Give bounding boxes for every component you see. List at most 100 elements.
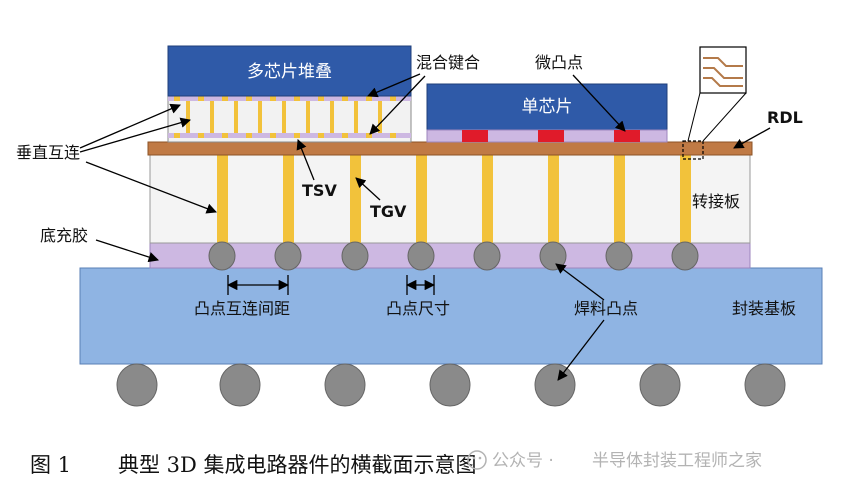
solder-bump-arrow <box>557 319 605 381</box>
stack-tsv <box>234 101 238 133</box>
hybrid-bonding-label: 混合键合 <box>416 53 480 72</box>
watermark: 公众号 · 半导体封装工程师之家 <box>467 450 762 471</box>
multi-chip-stack: 多芯片堆叠 <box>167 45 412 143</box>
bga-ball <box>219 363 261 407</box>
hybrid-bond-layer <box>168 96 411 101</box>
rdl-zoom-inset <box>682 46 747 160</box>
solder-bump <box>407 241 435 271</box>
micro-bump <box>614 130 640 142</box>
via <box>548 155 559 243</box>
hybrid-bond-pad <box>390 96 396 101</box>
hybrid-bond-pad <box>270 96 276 101</box>
hybrid-bond-pad <box>390 133 396 138</box>
tgv-label: TGV <box>370 202 407 221</box>
micro-bump-label: 微凸点 <box>535 53 583 72</box>
hybrid-bond-pad <box>174 133 180 138</box>
single-chip-label: 单芯片 <box>522 97 573 117</box>
vertical-interconnect-arrow <box>79 117 191 153</box>
via <box>614 155 625 243</box>
solder-bump <box>274 241 302 271</box>
hybrid-bond-pad <box>246 133 252 138</box>
stack-tsv <box>354 101 358 133</box>
rdl-label: RDL <box>767 108 803 127</box>
solder-bump-label: 焊料凸点 <box>574 299 638 318</box>
single-chip: 单芯片 <box>426 83 668 143</box>
rdl-arrow <box>733 127 771 149</box>
hybrid-bond-pad <box>270 133 276 138</box>
bump-pitch-label: 凸点互连间距 <box>194 299 290 318</box>
via <box>482 155 493 243</box>
stack-tsv <box>306 101 310 133</box>
rdl-layer <box>147 141 753 156</box>
micro-bump-arrow <box>572 74 626 132</box>
hybrid-bond-pad <box>318 133 324 138</box>
stack-tsv <box>186 101 190 133</box>
watermark-prefix: 公众号 · <box>492 451 554 471</box>
package-substrate-label: 封装基板 <box>732 299 796 318</box>
hybrid-bond-pad <box>366 133 372 138</box>
hybrid-bonding-arrow <box>367 73 421 98</box>
interposer <box>149 154 751 244</box>
solder-bump <box>671 241 699 271</box>
bga-balls <box>116 363 786 407</box>
rdl-focus-box <box>682 140 704 160</box>
interposer-label: 转接板 <box>692 192 740 211</box>
hybrid-bond-layer <box>168 133 411 138</box>
solder-bumps <box>208 241 699 271</box>
micro-bump <box>538 130 564 142</box>
stack-tsv <box>258 101 262 133</box>
via <box>283 155 294 243</box>
tgv-arrow <box>355 177 381 201</box>
figure-number: 图 1 <box>30 453 71 477</box>
bga-ball <box>324 363 366 407</box>
bump-size-label: 凸点尺寸 <box>386 299 450 318</box>
tsv-arrow <box>296 139 315 181</box>
vertical-interconnect-label: 垂直互连 <box>16 143 80 162</box>
vertical-interconnect-arrow <box>85 161 217 214</box>
package-substrate <box>79 267 823 365</box>
multi-chip-stack-label: 多芯片堆叠 <box>247 62 332 82</box>
watermark-name: 半导体封装工程师之家 <box>592 451 762 471</box>
hybrid-bond-pad <box>318 96 324 101</box>
hybrid-bond-pad <box>222 96 228 101</box>
via <box>680 155 691 243</box>
vertical-interconnect-arrow <box>79 103 181 149</box>
stack-tsv <box>210 101 214 133</box>
hybrid-bond-pad <box>342 96 348 101</box>
interposer-vias <box>217 155 691 243</box>
hybrid-bond-pad <box>294 133 300 138</box>
via <box>416 155 427 243</box>
solder-bump <box>208 241 236 271</box>
solder-bump <box>539 241 567 271</box>
hybrid-bond-pad <box>366 96 372 101</box>
wechat-icon <box>467 450 487 470</box>
via <box>217 155 228 243</box>
hybrid-bond-pad <box>198 133 204 138</box>
stack-tsv <box>378 101 382 133</box>
solder-bump <box>473 241 501 271</box>
micro-bump <box>462 130 488 142</box>
underfill-layer <box>149 242 751 269</box>
bga-ball <box>534 363 576 407</box>
bga-ball <box>429 363 471 407</box>
hybrid-bond-pad <box>198 96 204 101</box>
hybrid-bonding-arrow <box>369 75 426 135</box>
hybrid-bond-pad <box>294 96 300 101</box>
stack-tsv <box>282 101 286 133</box>
underfill-label: 底充胶 <box>40 226 88 245</box>
single-chip-body <box>426 83 668 131</box>
hybrid-bond-pad <box>246 96 252 101</box>
tsv-label: TSV <box>302 181 337 200</box>
via <box>350 155 361 243</box>
bga-ball <box>116 363 158 407</box>
annotation-arrows <box>79 73 771 381</box>
solder-bump-arrow <box>555 263 605 301</box>
bga-ball <box>639 363 681 407</box>
stack-tsv <box>330 101 334 133</box>
underfill-arrow <box>95 239 159 263</box>
hybrid-bond-pad <box>342 133 348 138</box>
hybrid-bond-pad <box>174 96 180 101</box>
hybrid-bond-pad <box>222 133 228 138</box>
bga-ball <box>744 363 786 407</box>
